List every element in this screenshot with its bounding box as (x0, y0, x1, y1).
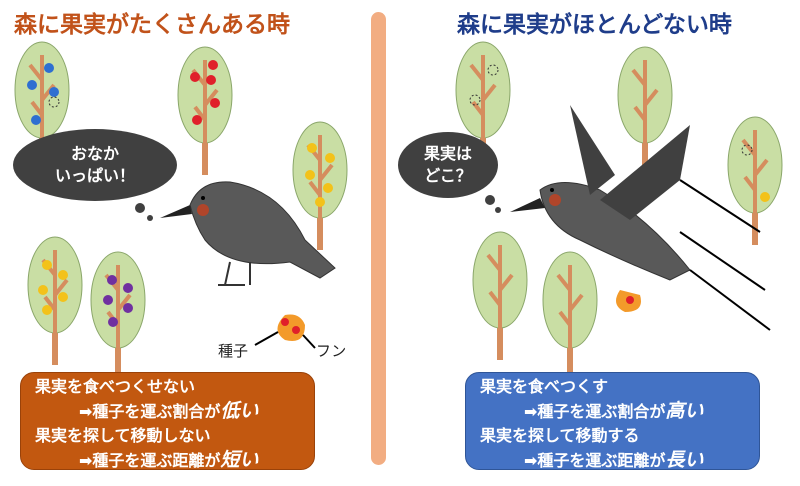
right-bubble-text: 果実は どこ？ (408, 143, 488, 187)
bubble-line: いっぱい！ (54, 166, 135, 185)
summary-emphasis: 高い (665, 400, 704, 422)
summary-line: 果実を探して移動する (480, 426, 640, 445)
summary-line: ➡種子を運ぶ距離が長い (480, 448, 759, 473)
summary-text: ➡種子を運ぶ割合が (79, 402, 221, 421)
tree-purple-fruit (89, 250, 147, 382)
tree-orange-fruit (26, 235, 84, 367)
summary-emphasis: 短い (220, 449, 259, 471)
divider (371, 12, 386, 465)
tree-yellow-fruit (291, 120, 349, 252)
tree-right-5 (541, 250, 599, 382)
summary-line: ➡種子を運ぶ割合が低い (35, 399, 314, 424)
bird-flying (510, 105, 691, 281)
bubble-line: 果実は (423, 144, 472, 163)
motion-lines (679, 179, 771, 331)
left-bubble-text: おなか いっぱい！ (40, 143, 150, 187)
right-title: 森に果実がほとんどない時 (457, 12, 732, 38)
left-summary-box: 果実を食べつくせない ➡種子を運ぶ割合が低い 果実を探して移動しない ➡種子を運… (20, 372, 315, 473)
bubble-line: おなか (70, 144, 119, 163)
summary-line: 果実を探して移動しない (35, 426, 211, 445)
arrow-seed (254, 331, 279, 346)
tree-red-fruit (176, 45, 234, 177)
tree-right-3 (726, 115, 784, 247)
left-title: 森に果実がたくさんある時 (14, 12, 290, 38)
right-summary-box: 果実を食べつくす ➡種子を運ぶ割合が高い 果実を探して移動する ➡種子を運ぶ距離… (465, 372, 760, 473)
tree-blue-fruit (13, 40, 71, 172)
summary-line: ➡種子を運ぶ距離が短い (35, 448, 314, 473)
speech-bubble-right (398, 132, 501, 213)
summary-text: ➡種子を運ぶ距離が (79, 451, 221, 470)
arrow-feces (302, 334, 316, 349)
bubble-line: どこ？ (424, 166, 472, 185)
speech-bubble-left (13, 129, 177, 221)
seed-label: 種子 (218, 342, 249, 360)
summary-line: 果実を食べつくす (480, 377, 609, 396)
bird-perched (160, 181, 336, 286)
feces-falling (616, 290, 641, 312)
summary-text: ➡種子を運ぶ距離が (524, 451, 666, 470)
summary-line: 果実を食べつくせない (35, 377, 196, 396)
tree-right-4 (471, 230, 529, 362)
summary-line: ➡種子を運ぶ割合が高い (480, 399, 759, 424)
tree-right-1 (454, 40, 512, 172)
feces-label: フン (316, 342, 347, 360)
summary-text: ➡種子を運ぶ割合が (524, 402, 666, 421)
summary-emphasis: 低い (220, 400, 259, 422)
feces-with-seeds (277, 314, 305, 341)
summary-emphasis: 長い (665, 449, 704, 471)
